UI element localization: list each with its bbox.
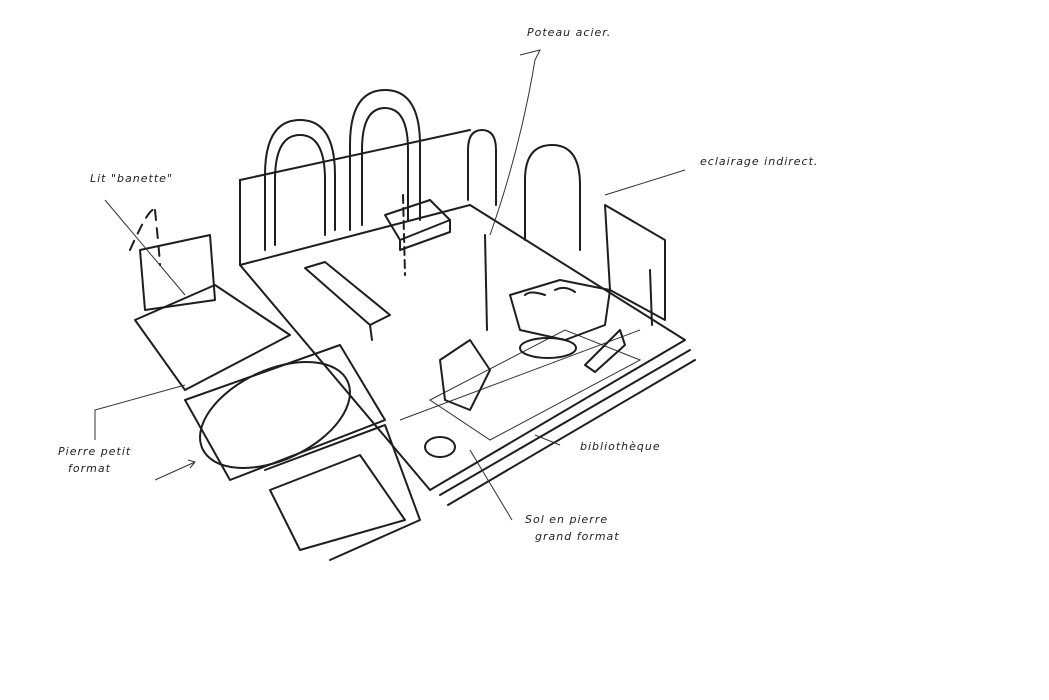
bookcase <box>439 349 691 496</box>
label-sol-2: grand format <box>535 530 620 543</box>
steel-post-1 <box>402 194 406 276</box>
leader-poteau <box>489 49 541 236</box>
main-floor <box>239 204 686 491</box>
rug <box>429 329 642 441</box>
small-tile-room-1 <box>134 284 291 391</box>
label-pierre-petit-1: Pierre petit <box>58 445 132 458</box>
dining-table <box>304 261 391 326</box>
bed <box>139 234 216 311</box>
leader-bibliotheque <box>534 434 561 446</box>
label-pierre-petit-2: format <box>68 462 111 475</box>
leader-eclairage <box>604 169 686 196</box>
right-wall-panel <box>604 204 666 321</box>
kitchen-island <box>384 199 451 241</box>
label-lit-banette: Lit "banette" <box>90 172 173 185</box>
label-sol-1: Sol en pierre <box>525 513 609 526</box>
small-tile-room-2 <box>269 454 406 551</box>
arch-4 <box>524 144 581 251</box>
leader-pierre <box>94 384 186 440</box>
leader-lit <box>104 199 186 296</box>
label-eclairage-indirect: eclairage indirect. <box>700 155 819 168</box>
steel-post-2 <box>484 234 488 331</box>
sofa <box>509 279 611 341</box>
arch-3 <box>467 129 497 206</box>
leader-sol <box>469 449 513 521</box>
label-poteau-acier: Poteau acier. <box>527 26 612 39</box>
label-bibliotheque: bibliothèque <box>580 440 661 453</box>
arch-2 <box>349 89 421 231</box>
arrow-pierre <box>154 459 196 481</box>
armchair <box>439 339 491 411</box>
chaise <box>584 329 626 373</box>
coffee-table <box>519 337 577 359</box>
arch-1 <box>264 119 336 251</box>
round-table <box>424 436 456 458</box>
